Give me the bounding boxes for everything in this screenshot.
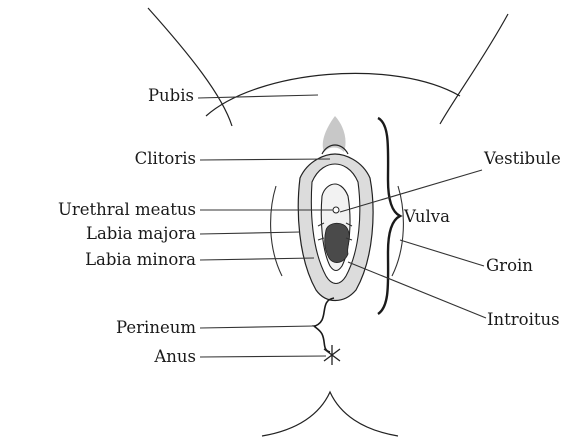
vulva-bracket	[378, 118, 400, 314]
label-groin: Groin	[486, 257, 533, 275]
label-vulva: Vulva	[404, 208, 450, 226]
left-thigh-outline	[148, 8, 232, 126]
right-thigh-outline	[440, 14, 508, 124]
groin-curve-left	[271, 186, 282, 276]
label-labia-minora: Labia minora	[10, 251, 196, 269]
introitus-leader	[348, 262, 486, 318]
label-vestibule: Vestibule	[484, 150, 561, 168]
perineum-bracket	[314, 298, 334, 352]
label-introitus: Introitus	[487, 311, 560, 329]
clitoris-leader	[200, 159, 330, 160]
perineum-leader	[200, 326, 314, 328]
anus-leader	[200, 356, 326, 357]
pubic-arc	[206, 73, 460, 116]
anus-shape	[324, 345, 340, 365]
groin-curve-right	[392, 186, 403, 276]
buttocks-outline	[262, 392, 398, 436]
labia-minora-leader	[200, 258, 314, 260]
label-pubis: Pubis	[90, 87, 194, 105]
label-perineum: Perineum	[60, 319, 196, 337]
introitus-shape	[325, 223, 350, 262]
urethral-opening	[333, 207, 339, 213]
groin-leader	[400, 240, 484, 266]
label-labia-majora: Labia majora	[10, 225, 196, 243]
labia-majora-leader	[200, 232, 300, 234]
label-anus: Anus	[60, 348, 196, 366]
label-clitoris: Clitoris	[60, 150, 196, 168]
label-urethral-meatus: Urethral meatus	[10, 201, 196, 219]
pubis-leader	[198, 95, 318, 98]
